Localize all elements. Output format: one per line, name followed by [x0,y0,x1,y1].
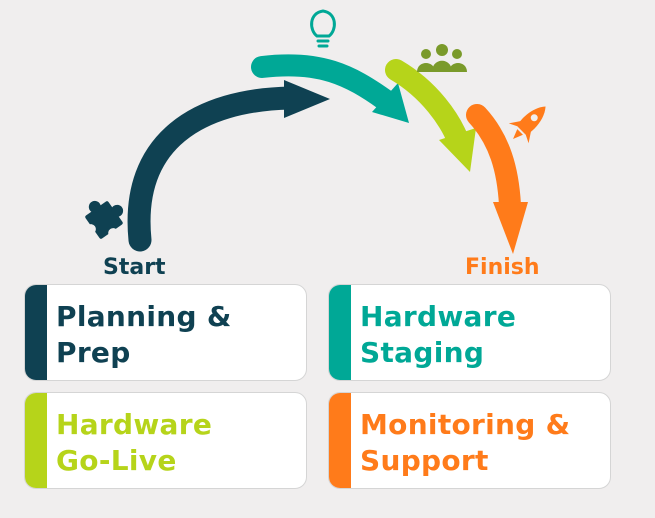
step-accent-bar [25,393,47,488]
start-label: Start [103,255,166,280]
step-title-line2: Prep [56,336,131,369]
step-title: Hardware Staging [360,299,600,371]
step-card-support: Monitoring & Support [328,392,611,489]
step-accent-bar [329,285,351,380]
step-title-line2: Staging [360,336,485,369]
team-icon [417,44,467,72]
puzzle-icon [85,200,124,239]
step-card-staging: Hardware Staging [328,284,611,381]
step-accent-bar [25,285,47,380]
arrow-staging [251,54,409,123]
step-accent-bar [329,393,351,488]
step-title-line1: Hardware [360,300,517,333]
step-title-line1: Hardware [56,408,213,441]
process-flow-arrows [85,9,546,254]
arrow-golive [385,59,476,172]
step-title: Hardware Go-Live [56,407,296,479]
step-title-line2: Go-Live [56,444,177,477]
step-title-line1: Planning & [56,300,232,333]
step-title-line1: Monitoring & [360,408,571,441]
step-card-planning: Planning & Prep [24,284,307,381]
arrow-planning [127,80,330,252]
rocket-icon [508,106,546,144]
step-title: Monitoring & Support [360,407,600,479]
step-card-golive: Hardware Go-Live [24,392,307,489]
finish-label: Finish [465,255,540,280]
step-title-line2: Support [360,444,489,477]
lightbulb-icon [310,9,336,48]
step-title: Planning & Prep [56,299,296,371]
arrow-support [466,104,528,254]
